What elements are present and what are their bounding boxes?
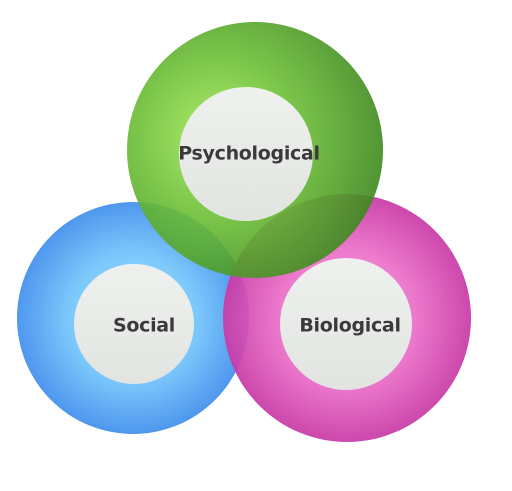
psychological-label: Psychological: [178, 143, 320, 165]
biological-inner-circle: [280, 258, 412, 390]
biological-label: Biological: [299, 315, 400, 337]
social-inner-circle: [74, 264, 194, 384]
social-label: Social: [113, 315, 175, 337]
psychological-inner-circle: [179, 87, 313, 221]
